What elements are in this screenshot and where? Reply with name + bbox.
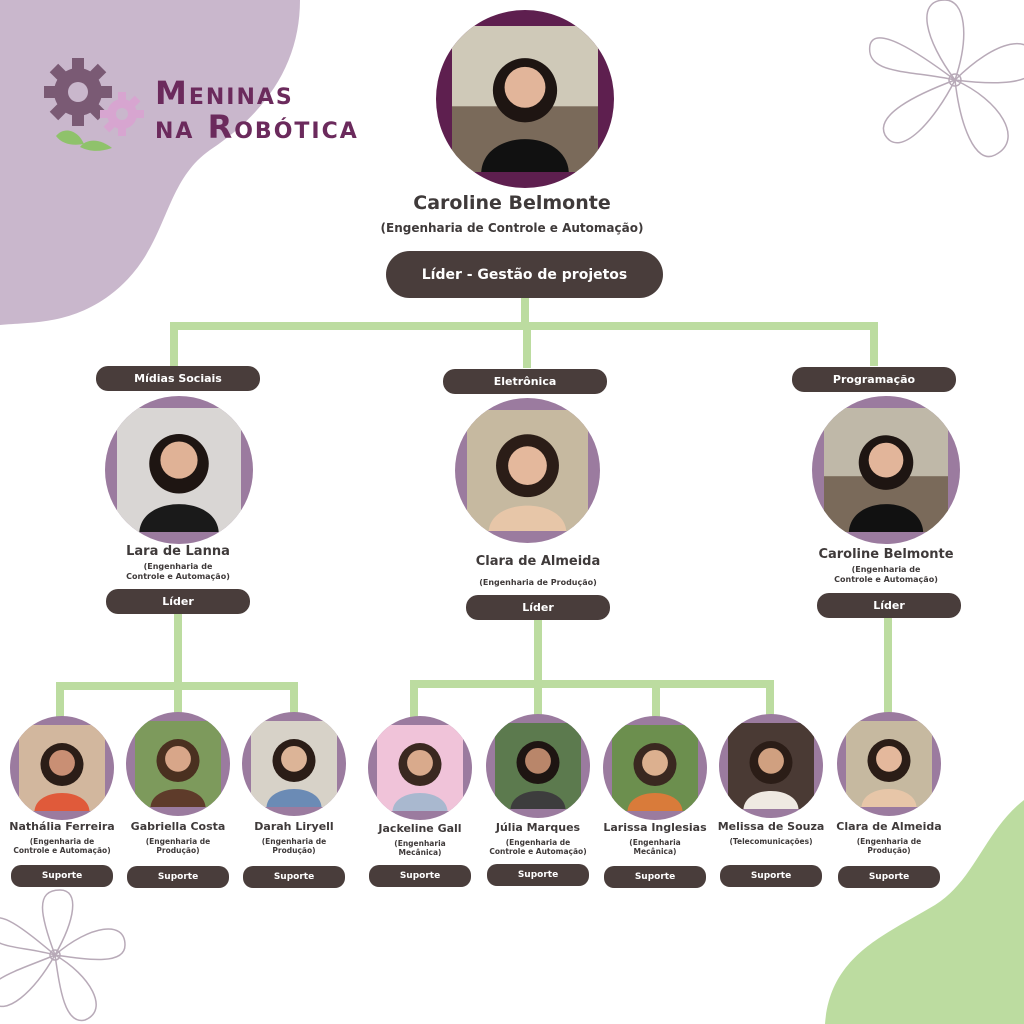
logo-line1: Meninas — [155, 74, 294, 112]
avatar-lara — [105, 396, 253, 544]
caroline-leader-name: Caroline Belmonte — [818, 547, 954, 562]
lara-name: Lara de Lanna — [126, 544, 230, 559]
gear-icon — [44, 58, 144, 151]
portrait-photo — [135, 721, 221, 807]
member-name: Darah Liryell — [254, 820, 334, 833]
portrait-photo — [846, 721, 932, 807]
lara-role: Líder — [106, 589, 250, 614]
top-leader-name: Caroline Belmonte — [413, 192, 611, 214]
member-role: Suporte — [838, 866, 940, 888]
avatar-jackeline-gall — [368, 716, 472, 820]
member-course: (Telecomunicações) — [729, 837, 813, 846]
department-midias-sociais: Mídias Sociais — [96, 366, 260, 391]
avatar-gabriella-costa — [126, 712, 230, 816]
avatar-darah-liryell — [242, 712, 346, 816]
portrait-photo — [495, 723, 581, 809]
avatar-melissa-de-souza — [719, 714, 823, 818]
member-role: Suporte — [127, 866, 229, 888]
avatar-clara-leader — [455, 398, 600, 543]
clara-leader-role: Líder — [466, 595, 610, 620]
member-name: Jackeline Gall — [378, 822, 462, 835]
portrait-photo — [251, 721, 337, 807]
flower-bottom-left-icon — [0, 889, 126, 1022]
member-role: Suporte — [604, 866, 706, 888]
portrait-photo — [117, 408, 241, 532]
member-role: Suporte — [11, 865, 113, 887]
portrait-photo — [824, 408, 948, 532]
member-role: Suporte — [369, 865, 471, 887]
top-leader-role: Líder - Gestão de projetos — [386, 251, 663, 298]
member-role: Suporte — [243, 866, 345, 888]
portrait-photo — [467, 410, 588, 531]
avatar-julia-marques — [486, 714, 590, 818]
member-name: Júlia Marques — [495, 821, 581, 834]
portrait-photo — [19, 725, 105, 811]
avatar-larissa-inglesias — [603, 716, 707, 820]
portrait-photo — [377, 725, 463, 811]
member-name: Melissa de Souza — [717, 820, 825, 833]
avatar-nathalia-ferreira — [10, 716, 114, 820]
department-programacao: Programação — [792, 367, 956, 392]
department-eletronica: Eletrônica — [443, 369, 607, 394]
member-name: Larissa Inglesias — [603, 821, 707, 834]
clara-leader-name: Clara de Almeida — [475, 554, 601, 569]
portrait-photo — [452, 26, 598, 172]
top-leader-course: (Engenharia de Controle e Automação) — [380, 221, 644, 235]
member-name: Gabriella Costa — [130, 820, 226, 833]
green-blob — [825, 800, 1024, 1024]
member-role: Suporte — [720, 865, 822, 887]
caroline-leader-role: Líder — [817, 593, 961, 618]
logo-line2: na Robótica — [155, 108, 359, 146]
flower-top-right-icon — [869, 0, 1024, 158]
avatar-clara-de-almeida — [837, 712, 941, 816]
avatar-top-leader — [436, 10, 614, 188]
clara-leader-course: (Engenharia de Produção) — [479, 578, 597, 587]
member-role: Suporte — [487, 864, 589, 886]
avatar-caroline-leader — [812, 396, 960, 544]
member-name: Nathália Ferreira — [9, 820, 115, 833]
member-name: Clara de Almeida — [836, 820, 942, 833]
portrait-photo — [612, 725, 698, 811]
portrait-photo — [728, 723, 814, 809]
